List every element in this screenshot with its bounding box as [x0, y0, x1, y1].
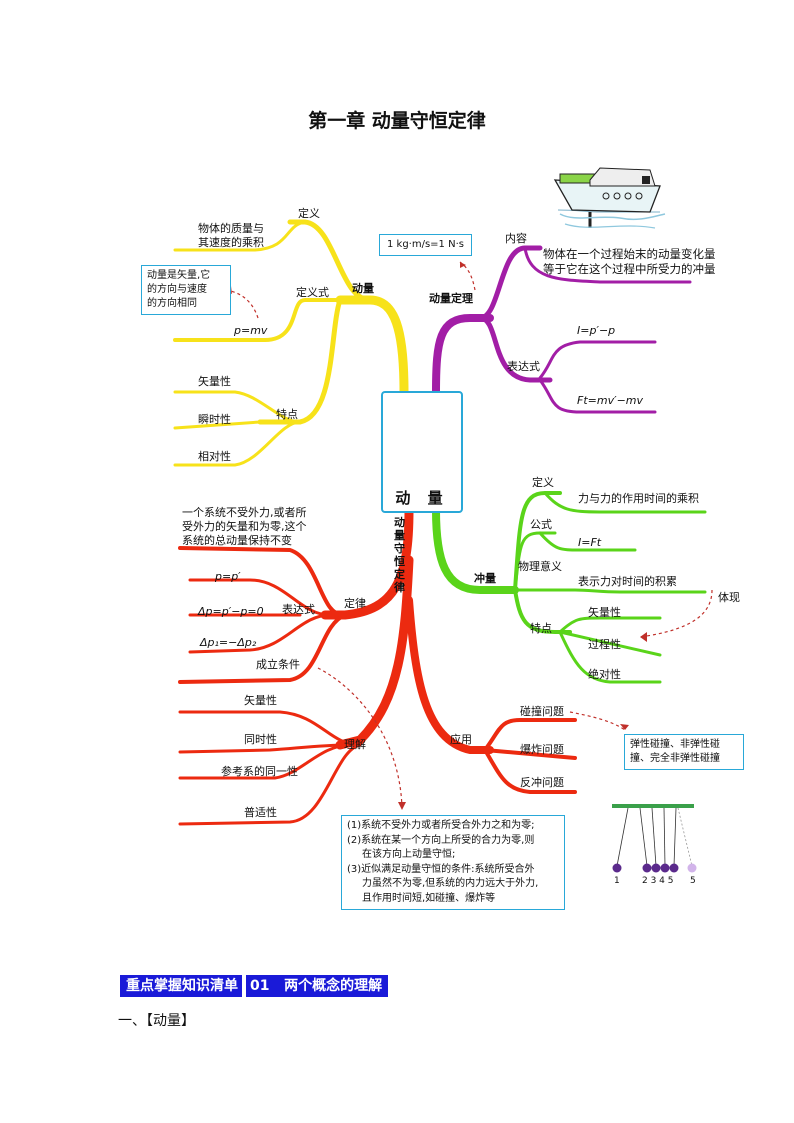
vector-note-line3: 的方向相同: [147, 298, 197, 309]
impulse-branch-label: 冲量: [474, 572, 496, 585]
theorem-expr-2: Ft=mv′−mv: [577, 394, 644, 407]
conservation-intro-line1: 一个系统不受外力,或者所: [182, 506, 307, 519]
momentum-def-label: 定义: [298, 207, 320, 220]
momentum-formula: p=mv: [234, 324, 268, 337]
conservation-branch-label: 动量守恒定律: [394, 516, 405, 594]
vector-note-box: 动量是矢量,它 的方向与速度 的方向相同: [141, 265, 231, 315]
impulse-embody-label: 体现: [718, 591, 740, 604]
conservation-expr-1: p=p′: [215, 570, 241, 583]
section-band: 重点掌握知识清单 01 两个概念的理解: [120, 975, 389, 997]
center-label: 动 量: [395, 489, 449, 507]
momentum-trait-3: 相对性: [198, 450, 231, 463]
unit-note-box: 1 kg·m/s=1 N·s: [379, 234, 472, 256]
collision-note-box: 弹性碰撞、非弹性碰 撞、完全非弹性碰撞: [624, 734, 744, 770]
theorem-content-line2: 等于它在这个过程中所受力的冲量: [543, 262, 716, 276]
conditions-box: (1)系统不受外力或者所受合外力之和为零; (2)系统在某一个方向上所受的合力为…: [341, 815, 565, 910]
momentum-def-line2: 其速度的乘积: [198, 236, 264, 249]
conservation-expr-label: 表达式: [282, 603, 315, 616]
understand-item-2: 同时性: [244, 733, 277, 746]
theorem-expr-label: 表达式: [507, 360, 540, 373]
condition-line-5: 力虽然不为零,但系统的内力远大于外力,: [362, 878, 539, 889]
ship-illustration: [553, 167, 666, 229]
subheading: 一、【动量】: [118, 1013, 195, 1029]
section-band-left: 重点掌握知识清单: [126, 978, 238, 994]
condition-line-3: 在该方向上动量守恒;: [362, 849, 456, 860]
unit-note: 1 kg·m/s=1 N·s: [387, 239, 464, 250]
theorem-content-line1: 物体在一个过程始末的动量变化量: [543, 247, 716, 261]
momentum-trait-2: 瞬时性: [198, 413, 231, 426]
understand-item-1: 矢量性: [244, 694, 277, 707]
condition-line-2: (2)系统在某一个方向上所受的合力为零,则: [347, 834, 535, 846]
section-band-right: 两个概念的理解: [284, 978, 383, 994]
impulse-trait-2: 过程性: [588, 638, 621, 651]
center-node: 动 量: [381, 391, 463, 513]
conservation-intro-line3: 系统的总动量保持不变: [182, 534, 292, 547]
cradle-label-left: 1: [614, 876, 620, 886]
conservation-cond-label: 成立条件: [256, 658, 300, 671]
collision-note-line2: 撞、完全非弹性碰撞: [630, 753, 720, 764]
momentum-def-line1: 物体的质量与: [198, 222, 264, 235]
conservation-expr-2: Δp=p′−p=0: [198, 605, 264, 618]
condition-line-4: (3)近似满足动量守恒的条件:系统所受合外: [347, 863, 535, 875]
condition-line-1: (1)系统不受外力或者所受合外力之和为零;: [347, 820, 535, 831]
impulse-def-label: 定义: [532, 476, 554, 489]
momentum-traits-label: 特点: [276, 408, 298, 421]
application-branch-label: 应用: [450, 733, 472, 746]
impulse-trait-1: 矢量性: [588, 606, 621, 619]
cradle-label-right: 5: [690, 876, 696, 886]
impulse-meaning-text: 表示力对时间的积累: [578, 575, 677, 588]
conservation-intro-line2: 受外力的矢量和为零,这个: [182, 520, 307, 533]
application-item-2: 爆炸问题: [520, 743, 564, 756]
vector-note-line2: 的方向与速度: [147, 284, 207, 295]
cradle-label-middle: 2 3 4 5: [642, 876, 674, 886]
condition-line-6: 且作用时间短,如碰撞、爆炸等: [362, 892, 496, 904]
momentum-formula-label: 定义式: [296, 286, 329, 299]
impulse-formula-label: 公式: [530, 518, 552, 531]
theorem-expr-1: I=p′−p: [577, 324, 616, 337]
understand-item-4: 普适性: [244, 806, 277, 819]
theorem-content-label: 内容: [505, 232, 527, 245]
understand-item-3: 参考系的同一性: [221, 765, 298, 778]
conservation-expr-3: Δp₁=−Δp₂: [200, 636, 257, 649]
conservation-understand-label: 理解: [344, 738, 366, 751]
conservation-law-label: 定律: [344, 597, 366, 610]
collision-note-line1: 弹性碰撞、非弹性碰: [630, 739, 720, 750]
impulse-traits-label: 特点: [530, 622, 552, 635]
application-item-1: 碰撞问题: [520, 705, 564, 718]
momentum-branch-label: 动量: [352, 282, 374, 295]
newtons-cradle: [612, 804, 697, 873]
impulse-meaning-label: 物理意义: [518, 560, 562, 573]
application-item-3: 反冲问题: [520, 776, 564, 789]
impulse-trait-3: 绝对性: [588, 668, 621, 681]
section-band-num: 01: [250, 978, 270, 994]
impulse-def-text: 力与力的作用时间的乘积: [578, 492, 699, 505]
page-title: 第一章 动量守恒定律: [308, 110, 486, 132]
impulse-formula: I=Ft: [578, 536, 602, 549]
theorem-branch-label: 动量定理: [429, 292, 473, 305]
momentum-trait-1: 矢量性: [198, 375, 231, 388]
vector-note-line1: 动量是矢量,它: [147, 270, 211, 281]
